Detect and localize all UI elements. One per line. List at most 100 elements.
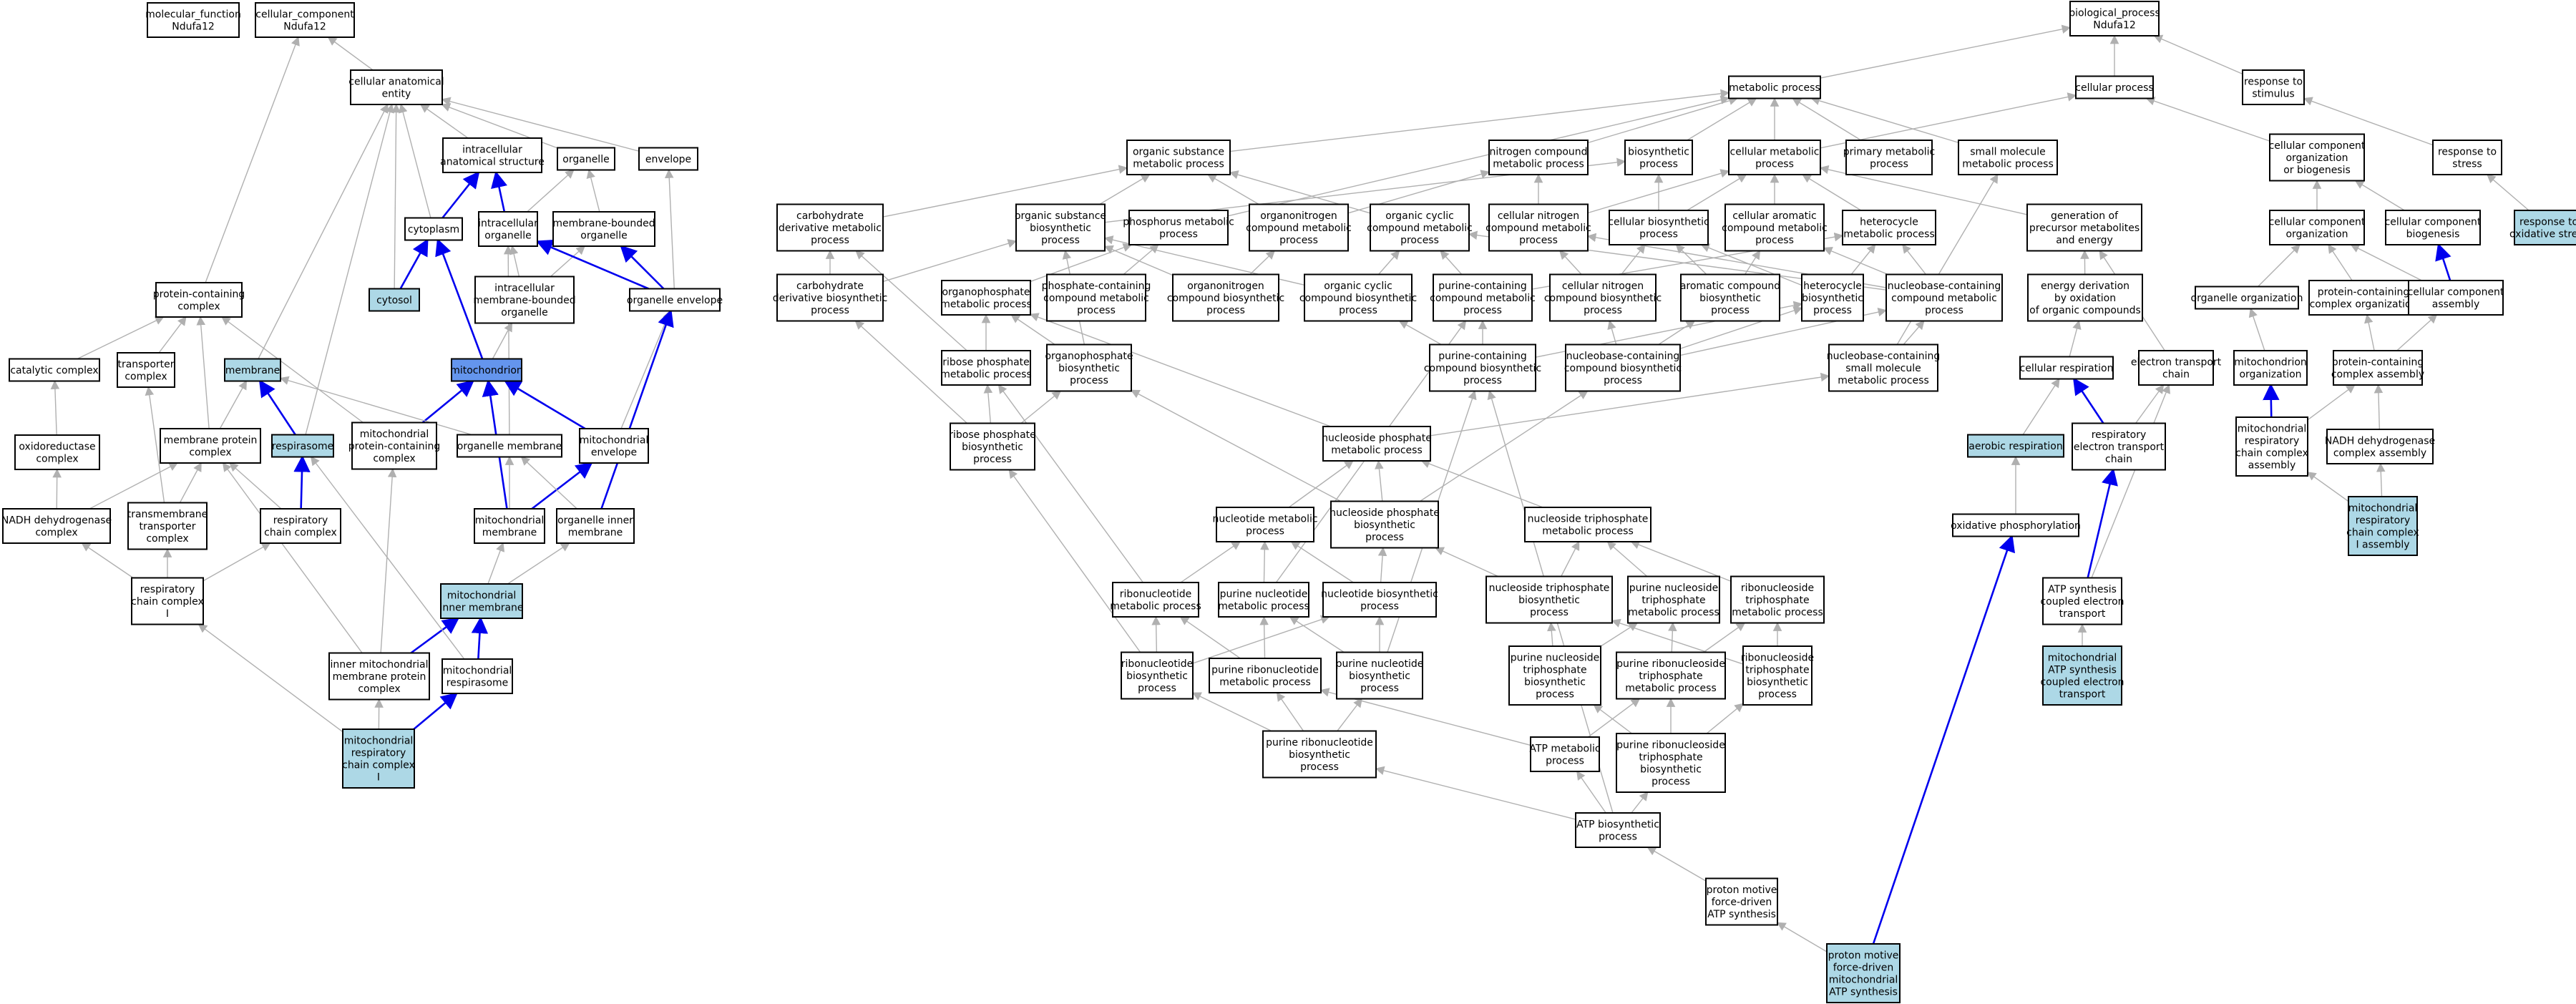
go-term-node-organelle-org[interactable]: organelle organization <box>2191 286 2303 310</box>
go-term-node-mitochondrion[interactable]: mitochondrion <box>450 358 523 382</box>
go-term-node-cellular-respiration[interactable]: cellular respiration <box>2019 356 2114 380</box>
go-term-node-purine-ribonucleoside-tp-metab[interactable]: purine ribonucleosidetriphosphatemetabol… <box>1616 651 1726 700</box>
go-term-node-aerobic-respiration[interactable]: aerobic respiration <box>1967 434 2064 458</box>
go-term-node-oxidative-phosphorylation[interactable]: oxidative phosphorylation <box>1951 513 2081 537</box>
go-term-node-respirasome[interactable]: respirasome <box>271 434 334 458</box>
go-term-node-nucleoside-triphosphate-biosyn[interactable]: nucleoside triphosphatebiosyntheticproce… <box>1485 575 1613 624</box>
go-term-node-cellular-process[interactable]: cellular process <box>2075 75 2154 99</box>
go-term-node-cytosol[interactable]: cytosol <box>369 288 420 312</box>
go-term-node-membrane[interactable]: membrane <box>224 358 281 382</box>
go-term-node-organelle-membrane[interactable]: organelle membrane <box>457 434 562 458</box>
go-term-node-catalytic-complex[interactable]: catalytic complex <box>9 358 100 382</box>
go-term-node-ribonucleoside-tp-biosyn[interactable]: ribonucleosidetriphosphatebiosyntheticpr… <box>1741 645 1814 706</box>
go-term-node-purine-ribonucleoside-tp-biosyn[interactable]: purine ribonucleosidetriphosphatebiosynt… <box>1616 733 1726 793</box>
go-term-node-organelle[interactable]: organelle <box>557 147 615 171</box>
go-term-node-pmf-mito-atp-synthesis[interactable]: proton motiveforce-drivenmitochondrialAT… <box>1826 943 1901 1003</box>
go-term-node-organelle-envelope[interactable]: organelle envelope <box>627 288 723 312</box>
go-term-node-cytoplasm[interactable]: cytoplasm <box>404 217 463 241</box>
go-term-node-metabolic-process[interactable]: metabolic process <box>1728 75 1821 99</box>
